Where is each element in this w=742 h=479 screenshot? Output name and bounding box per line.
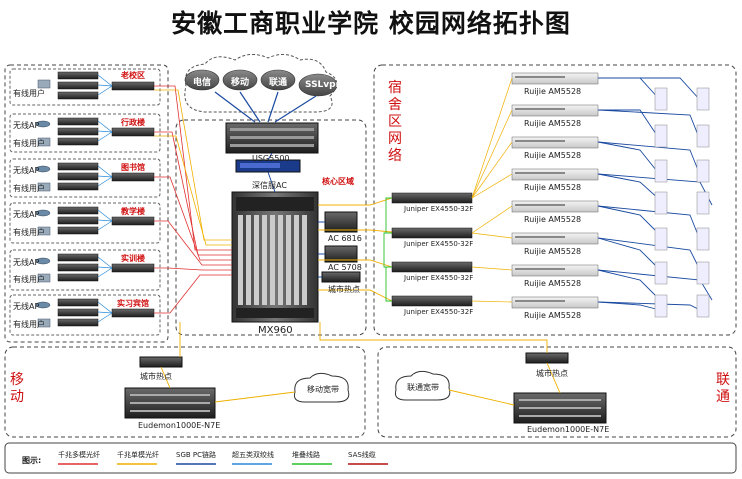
- legend-item-5: SAS线缆: [348, 451, 376, 459]
- juniper-label-1: Juniper EX4550-32F: [404, 240, 474, 248]
- ac-6816-device: [324, 211, 358, 233]
- mx960-slots: [238, 215, 307, 305]
- legend-item-1: 千兆单模光纤: [117, 451, 159, 459]
- juniper-label-2: Juniper EX4550-32F: [404, 274, 474, 282]
- building-ap-2: 无线AP: [13, 166, 40, 175]
- ac-5708-label: AC 5708: [328, 263, 362, 272]
- building-ap-3: 无线AP: [13, 210, 40, 219]
- legend-item-0: 千兆多模光纤: [58, 451, 100, 459]
- mobile-hotspot-label: 城市热点: [140, 372, 172, 381]
- building-user-5: 有线用户: [13, 320, 45, 329]
- ruijie-ports: [515, 76, 565, 302]
- building-name-2: 图书馆: [121, 163, 145, 172]
- ruijie-label-5: Ruijie AM5528: [524, 247, 582, 256]
- core-internal-links: [267, 152, 325, 278]
- unicom-broadband-cloud: [395, 370, 451, 401]
- ruijie-label-4: Ruijie AM5528: [524, 215, 582, 224]
- juniper-label-3: Juniper EX4550-32F: [404, 308, 474, 316]
- juniper-ruijie-links: [471, 77, 513, 303]
- core-city-hotspot-device: [321, 271, 361, 283]
- isp-cloud-sslvpn-label: SSLvpn: [305, 80, 343, 90]
- unicom-zone-box: [377, 346, 737, 438]
- core-zone-box: [175, 119, 367, 336]
- building-ap-icons: [35, 120, 51, 309]
- building-core-links-sm: [154, 89, 232, 246]
- building-name-1: 行政楼: [121, 118, 145, 127]
- legend-item-2: SGB PC链路: [176, 451, 217, 459]
- ruijie-label-2: Ruijie AM5528: [524, 151, 582, 160]
- juniper-label-0: Juniper EX4550-32F: [404, 205, 474, 213]
- isp-cloud-telecom-label: 电信: [193, 78, 212, 88]
- building-ap-5: 无线AP: [13, 302, 40, 311]
- ruijie-label-7: Ruijie AM5528: [524, 311, 582, 320]
- isp-cloud-unicom-label: 联通: [269, 78, 288, 88]
- mobile-zone-title: 移动: [10, 372, 24, 405]
- building-boxes: [9, 68, 161, 336]
- dorm-zone-box: [373, 64, 737, 336]
- unicom-device-label: Eudemon1000E-N7E: [527, 425, 610, 434]
- building-name-5: 实习宾馆: [117, 299, 149, 308]
- building-pc-icons: [37, 79, 51, 328]
- building-user-1: 有线用户: [13, 139, 45, 148]
- building-user-4: 有线用户: [13, 275, 45, 284]
- core-zone-label: 核心区域: [322, 177, 354, 186]
- mobile-cloud-label: 移动宽带: [307, 385, 339, 394]
- building-internal-links: [97, 74, 113, 323]
- legend-box: [4, 442, 737, 474]
- dorm-ap-icons: [654, 87, 710, 318]
- building-user-0: 有线用户: [13, 89, 45, 98]
- core-dorm-links: [318, 197, 393, 302]
- building-switches: [57, 71, 155, 327]
- building-ap-4: 无线AP: [13, 258, 40, 267]
- mobile-device-label: Eudemon1000E-N7E: [138, 421, 221, 430]
- dorm-zone-title: 宿舍区网络: [388, 80, 402, 164]
- ruijie-ap-links: [597, 77, 713, 311]
- building-ap-1: 无线AP: [13, 121, 40, 130]
- core-city-hotspot-label: 城市热点: [328, 285, 360, 294]
- mobile-broadband-cloud: [294, 372, 350, 403]
- flow-device-label: 深信服AC: [252, 181, 287, 190]
- building-user-2: 有线用户: [13, 184, 45, 193]
- cloud-arrows: [214, 91, 317, 123]
- mobile-links: [160, 322, 296, 403]
- ac-6816-label: AC 6816: [328, 234, 362, 243]
- unicom-hotspot-label: 城市热点: [536, 369, 568, 378]
- unicom-zone-title: 联通: [716, 372, 730, 405]
- ruijie-label-1: Ruijie AM5528: [524, 119, 582, 128]
- mobile-zone-box: [4, 346, 366, 438]
- legend-item-4: 堆叠线路: [292, 451, 320, 459]
- building-name-3: 教学楼: [121, 207, 145, 216]
- ruijie-label-6: Ruijie AM5528: [524, 279, 582, 288]
- ruijie-label-3: Ruijie AM5528: [524, 183, 582, 192]
- legend-title: 图示:: [22, 456, 42, 465]
- unicom-cloud-label: 联通宽带: [407, 383, 439, 392]
- unicom-city-hotspot-device: [525, 352, 569, 364]
- mobile-city-hotspot-device: [139, 356, 183, 368]
- ruijie-label-0: Ruijie AM5528: [524, 87, 582, 96]
- legend-item-3: 超五类双绞线: [232, 451, 274, 459]
- ruijie-switches: [511, 72, 599, 309]
- usg-label: USG5500: [252, 154, 290, 163]
- building-zone-box: [4, 64, 169, 343]
- isp-cloud-mobile-label: 移动: [231, 78, 250, 88]
- page-title: 安徽工商职业学院 校园网络拓扑图: [171, 9, 571, 38]
- unicom-links: [319, 322, 561, 406]
- isp-clouds: [184, 69, 338, 97]
- mx960-label: MX960: [258, 325, 293, 336]
- building-user-3: 有线用户: [13, 228, 45, 237]
- juniper-stack-links: [383, 197, 392, 302]
- building-name-4: 实训楼: [121, 254, 145, 263]
- building-name-0: 老校区: [121, 71, 145, 80]
